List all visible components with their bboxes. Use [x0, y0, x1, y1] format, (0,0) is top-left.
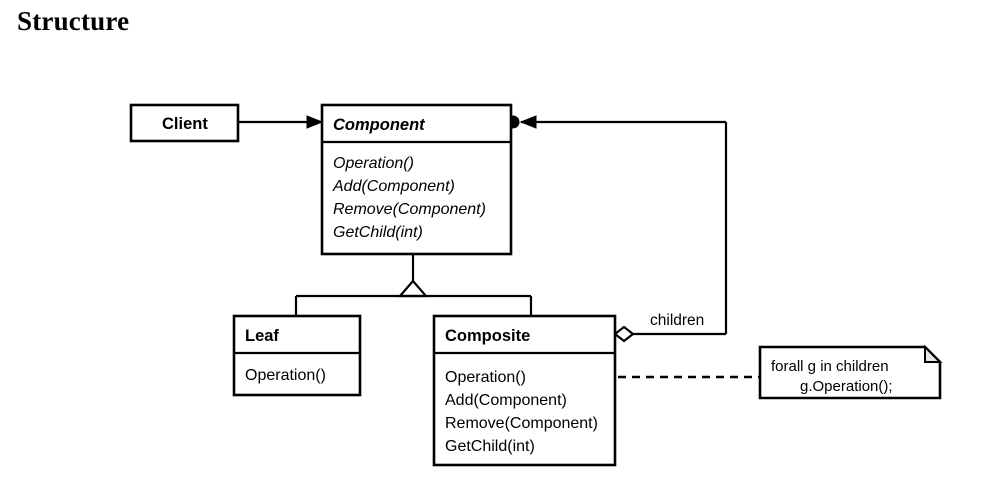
- class-name-component: Component: [333, 116, 426, 134]
- note-line: forall g in children: [771, 358, 889, 375]
- class-member: Remove(Component): [333, 201, 486, 218]
- class-member: Operation(): [333, 155, 414, 172]
- connector-client-to-component: [238, 115, 324, 129]
- page-title: Structure: [17, 6, 130, 36]
- connector-generalization: [294, 254, 533, 316]
- class-member: Add(Component): [332, 178, 455, 195]
- class-member: Operation(): [445, 369, 526, 386]
- class-name-composite: Composite: [445, 327, 530, 345]
- note-fold-corner-icon: [924, 344, 943, 363]
- class-member: Remove(Component): [445, 415, 598, 432]
- class-member: GetChild(int): [333, 224, 423, 241]
- class-member: Add(Component): [445, 392, 567, 409]
- connector-aggregation-children: [506, 115, 728, 343]
- class-name-client: Client: [162, 115, 208, 133]
- class-member: Operation(): [245, 367, 326, 384]
- class-box-leaf[interactable]: Leaf Operation(): [232, 314, 362, 397]
- note-box-composite-operation[interactable]: forall g in children g.Operation();: [758, 344, 943, 400]
- class-name-leaf: Leaf: [245, 327, 279, 345]
- note-line: g.Operation();: [800, 378, 893, 395]
- class-box-composite[interactable]: Composite Operation() Add(Component) Rem…: [432, 314, 617, 467]
- class-box-component[interactable]: Component Operation() Add(Component) Rem…: [320, 103, 513, 256]
- class-member: GetChild(int): [445, 438, 535, 455]
- class-box-client[interactable]: Client: [129, 103, 240, 143]
- relationship-label-children: children: [650, 312, 704, 329]
